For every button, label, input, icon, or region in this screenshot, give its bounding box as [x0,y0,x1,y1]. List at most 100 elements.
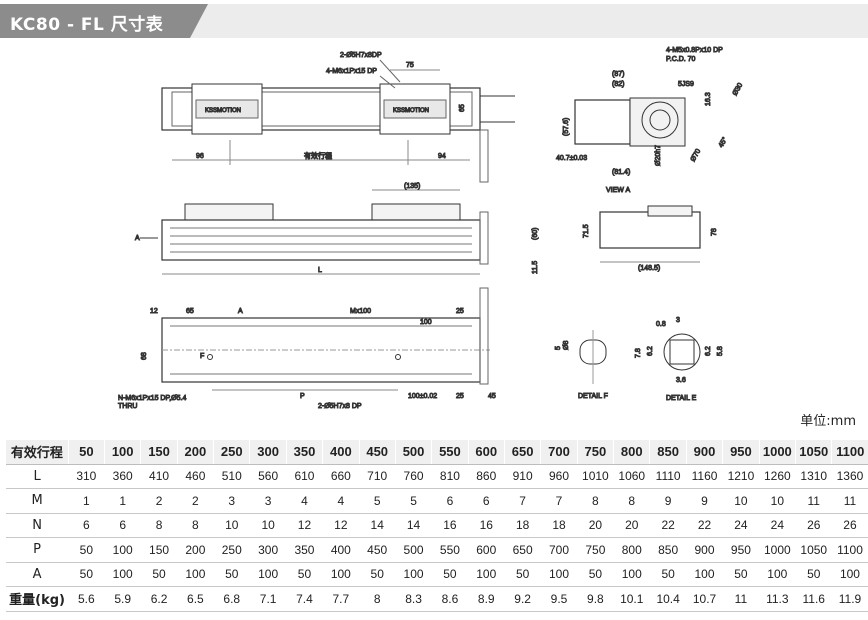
label-P: P [300,393,305,400]
detail-e-dim-7-8: 7.8 [635,348,642,358]
table-cell: 10.7 [686,586,723,612]
table-cell: 1310 [795,464,832,489]
row-label: N [6,513,69,538]
svg-text:KSSMOTION: KSSMOTION [393,108,429,114]
detail-e-dim-5-8: 5.8 [717,346,724,356]
header-cell: 700 [540,440,578,465]
header-cell: 750 [576,440,614,465]
dim-25a: 25 [456,308,464,315]
view-a-dim-87: (87) [612,71,624,78]
table-cell: 22 [649,513,687,538]
arrow-A-label: A [135,235,140,242]
table-cell: 1100 [831,537,868,563]
view-a-dim-57-6: (57.6) [563,118,570,136]
table-cell: 50 [286,562,323,587]
header-cell: 500 [394,440,432,465]
header-cell: 1000 [758,440,796,465]
page-title: KC80 - FL 尺寸表 [10,15,164,35]
table-cell: 1110 [649,464,687,489]
side-motor-view: 71.5 (148.5) 78 [583,205,719,273]
table-cell: 11 [722,586,760,612]
svg-text:KSSMOTION: KSSMOTION [205,108,241,114]
table-cell: 5 [359,488,396,514]
table-cell: 100 [249,562,287,587]
table-cell: 50 [504,562,541,587]
table-cell: 26 [831,513,868,538]
table-cell: 6.2 [140,586,178,612]
thru-label: THRU [118,403,137,410]
view-a-dim-20h7: Ø20h7 [655,145,662,166]
table-cell: 6.8 [213,586,250,612]
header-cell: 600 [467,440,505,465]
table-cell: 26 [795,513,832,538]
table-cell: 10.4 [649,586,687,612]
table-cell: 250 [213,537,250,563]
header-cell: 100 [103,440,141,465]
table-cell: 50 [722,562,760,587]
table-cell: 600 [468,537,505,563]
table-cell: 3 [249,488,287,514]
table-cell: 50 [68,562,105,587]
view-a-caption: VIEW A [606,187,630,194]
table-cell: 10 [722,488,760,514]
table-cell: 12 [322,513,360,538]
table-cell: 7.7 [322,586,360,612]
table-cell: 1010 [577,464,614,489]
table-cell: 1000 [759,537,796,563]
table-cell: 100 [613,562,650,587]
view-a-hole-spec: 4-M5x0.8Px10 DP [666,47,723,54]
table-cell: 100 [759,562,796,587]
stroke-label-drawing: 有效行程 [304,151,332,160]
label-F: F [200,353,204,360]
hole-spec-1: 2-Ø5H7x8DP [340,52,382,59]
table-cell: 7.1 [249,586,287,612]
table-cell: 650 [504,537,541,563]
dim-60: (60) [532,228,539,240]
table-cell: 4 [286,488,323,514]
header-cell: 1050 [795,440,832,465]
table-cell: 1160 [686,464,723,489]
detail-f-dim-5: 5 [555,346,562,350]
row-label: M [6,488,69,514]
table-cell: 11.9 [831,586,868,612]
table-cell: 900 [686,537,723,563]
detail-e-dim-3-6: 3.6 [676,377,686,384]
dim-94: 94 [438,153,446,160]
table-cell: 6 [468,488,505,514]
table-cell: 510 [213,464,250,489]
table-cell: 860 [468,464,505,489]
top-view: KSSMOTION KSSMOTION 96 有效行程 94 2-Ø5H7x8D… [161,52,515,183]
detail-f: 5 Ø8 DETAIL F [555,330,608,401]
detail-e-caption: DETAIL E [666,395,697,402]
header-cell: 1100 [831,440,868,465]
table-cell: 50 [359,562,396,587]
side-motor-dim-78: 78 [711,228,718,236]
table-cell: 8 [577,488,614,514]
table-cell: 14 [395,513,432,538]
table-cell: 850 [649,537,687,563]
view-a-dim-45deg: 45° [717,136,729,149]
table-cell: 710 [359,464,396,489]
header-cell: 200 [176,440,214,465]
view-a-dim-70: Ø70 [690,148,703,163]
table-cell: 100 [468,562,505,587]
table-cell: 8.9 [468,586,505,612]
table-cell: 950 [722,537,760,563]
table-cell: 9.8 [577,586,614,612]
table-cell: 18 [540,513,578,538]
table-cell: 22 [686,513,723,538]
table-cell: 1 [68,488,105,514]
table-cell: 14 [359,513,396,538]
dim-12: 12 [150,308,158,315]
table-cell: 50 [140,562,178,587]
table-cell: 8 [613,488,650,514]
table-cell: 100 [540,562,578,587]
header-cell: 50 [67,440,105,465]
table-cell: 20 [577,513,614,538]
table-cell: 800 [613,537,650,563]
table-cell: 3 [213,488,250,514]
table-cell: 8 [359,586,396,612]
